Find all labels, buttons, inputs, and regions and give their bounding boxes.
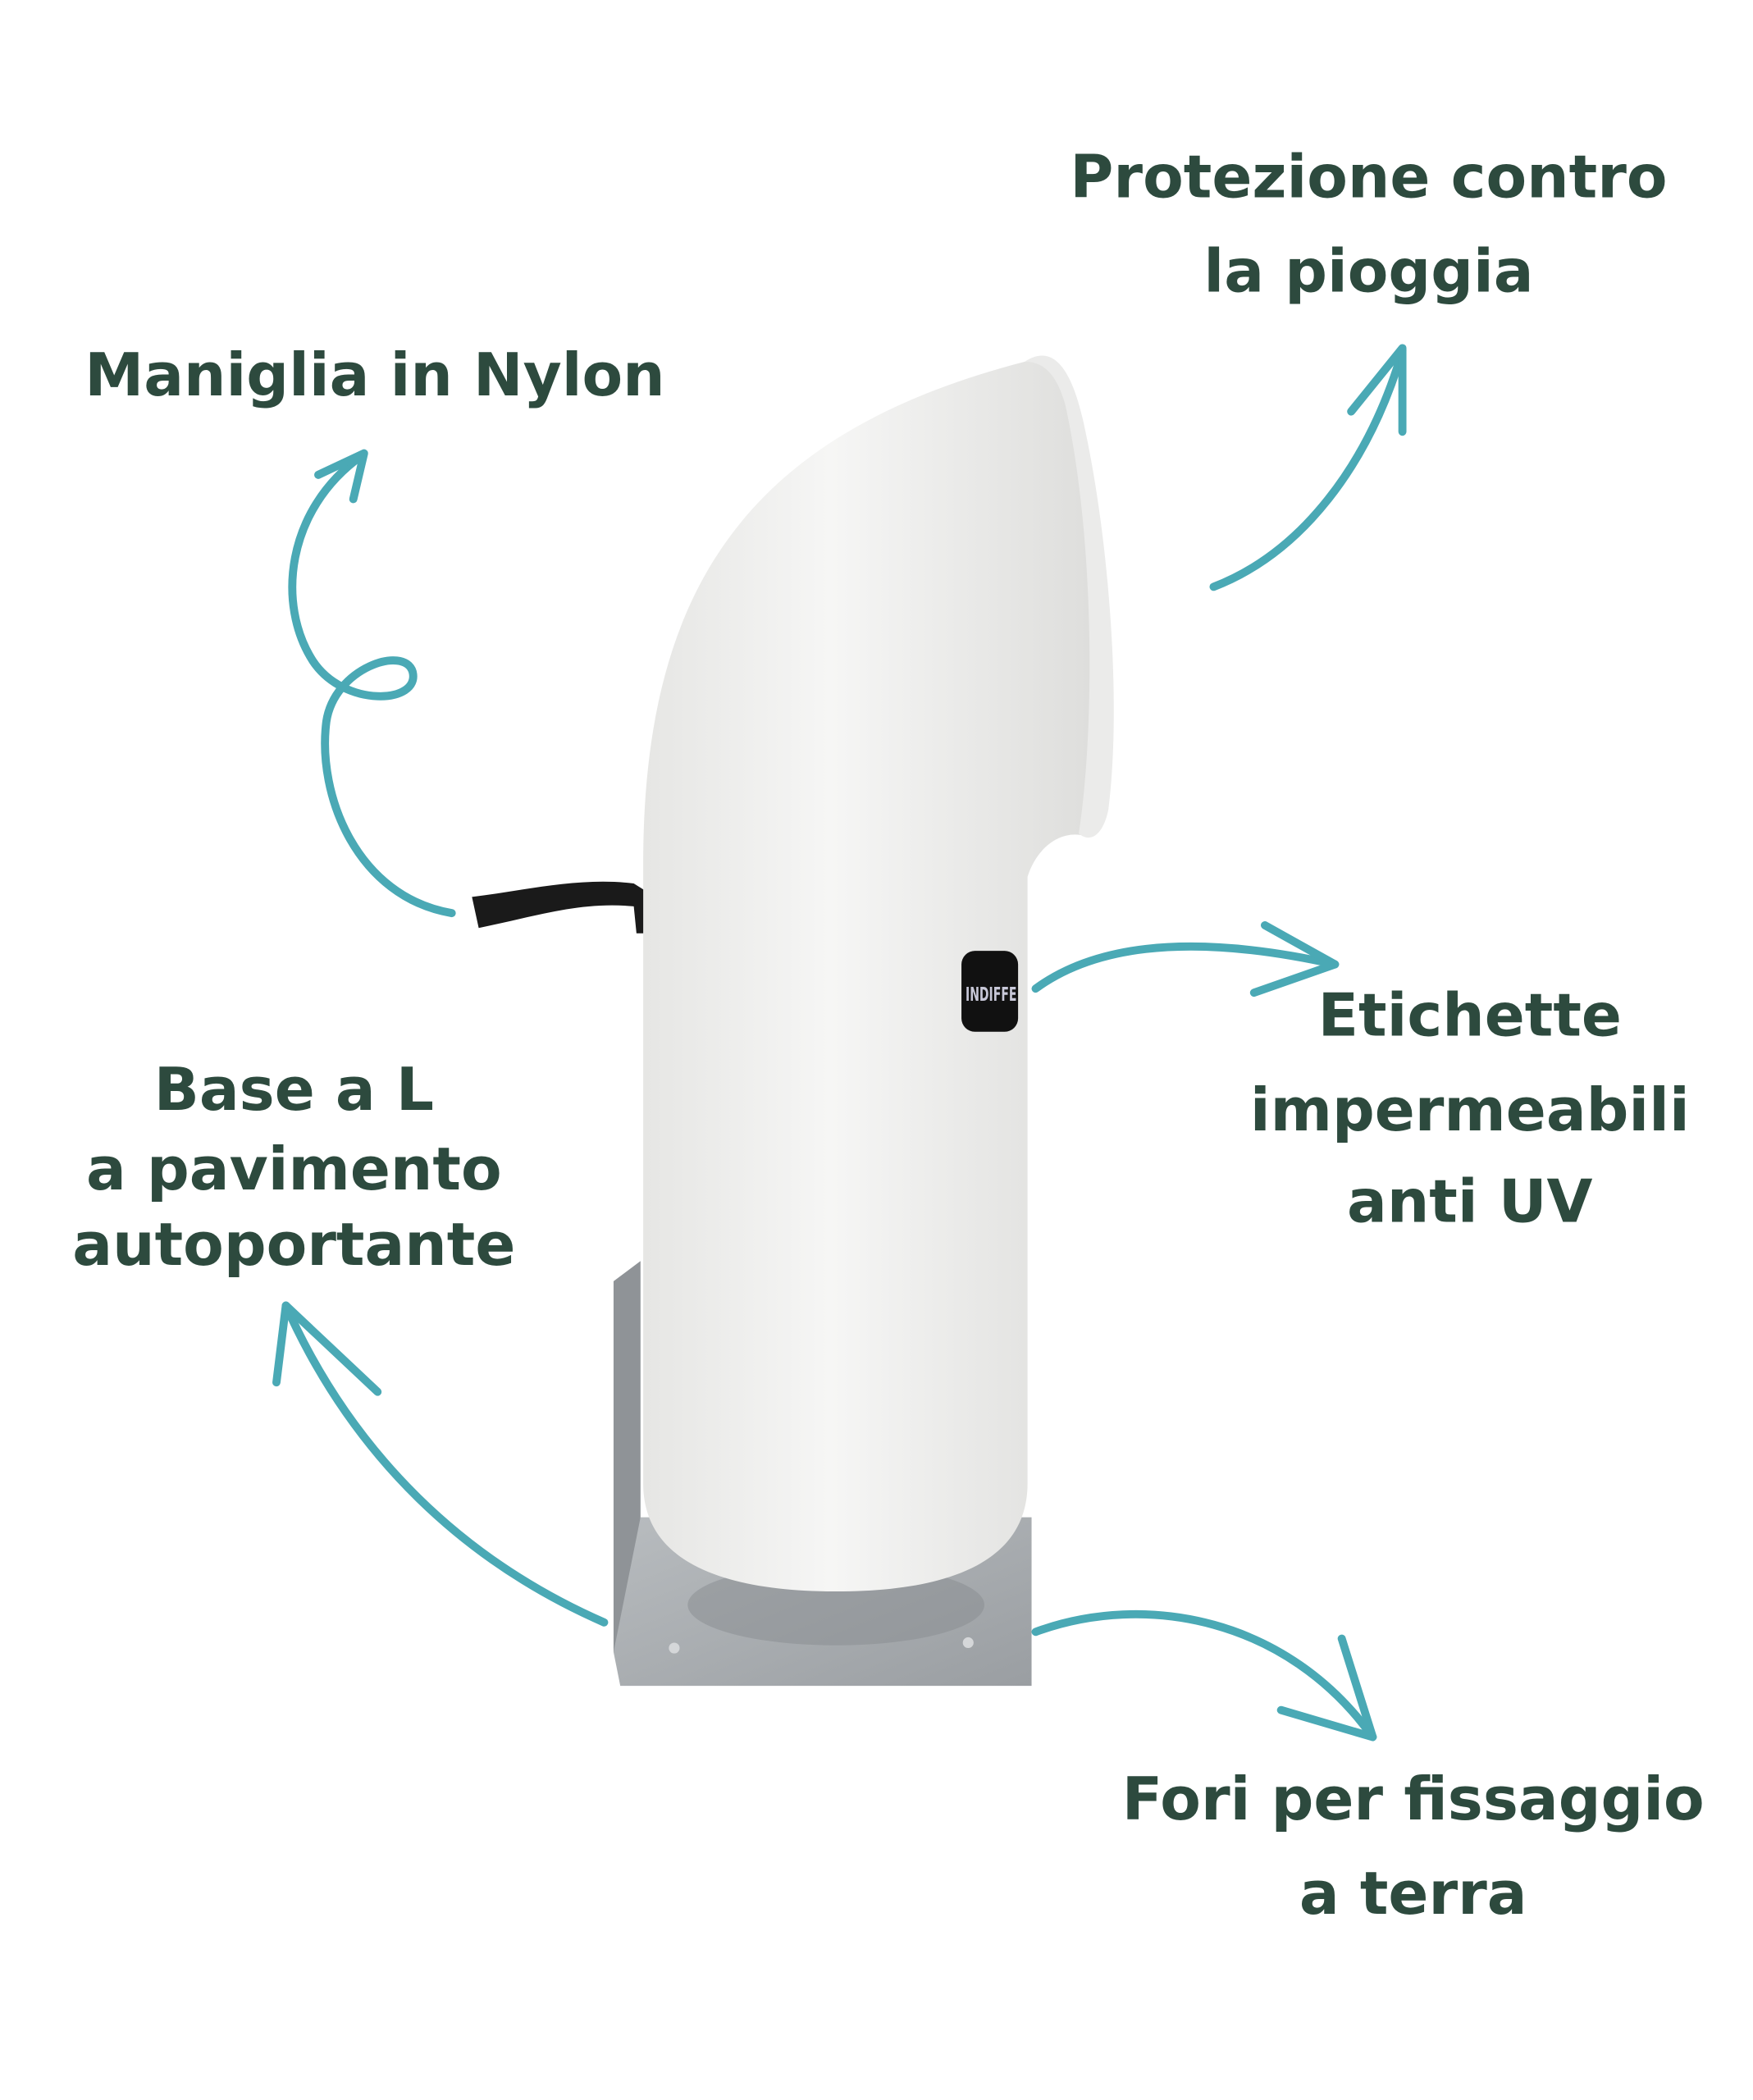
callout-holes-line2: a terra xyxy=(1299,1860,1527,1929)
arrow-rain-protection-icon xyxy=(1209,344,1407,591)
arrow-holes-icon xyxy=(1031,1610,1377,1742)
callout-labels-line2: impermeabili xyxy=(1250,1076,1690,1145)
waterproof-label: INDIFFE xyxy=(961,951,1019,1032)
callout-labels-line3: anti UV xyxy=(1347,1168,1593,1237)
pipe-opening-rim xyxy=(1025,355,1114,838)
callout-rain-protection-line2: la pioggia xyxy=(1203,237,1533,306)
callout-base-line2: a pavimento xyxy=(86,1135,502,1204)
rain-hood-pipe xyxy=(643,360,1113,1592)
callout-base-line3: autoportante xyxy=(72,1211,515,1280)
fixing-hole xyxy=(962,1637,974,1649)
svg-text:INDIFFE: INDIFFE xyxy=(966,984,1016,1006)
nylon-handle xyxy=(472,881,645,934)
callout-handle: Maniglia in Nylon xyxy=(84,341,664,410)
arrow-handle-icon xyxy=(288,449,456,918)
callout-rain-protection-line1: Protezione contro xyxy=(1070,143,1667,212)
fixing-hole xyxy=(669,1642,680,1654)
arrow-base-icon xyxy=(272,1301,609,1627)
callout-labels-line1: Etichette xyxy=(1318,982,1622,1051)
arrow-labels-icon xyxy=(1031,921,1340,998)
callout-base-line1: Base a L xyxy=(154,1056,434,1125)
callout-holes-line1: Fori per fissaggio xyxy=(1122,1765,1705,1834)
